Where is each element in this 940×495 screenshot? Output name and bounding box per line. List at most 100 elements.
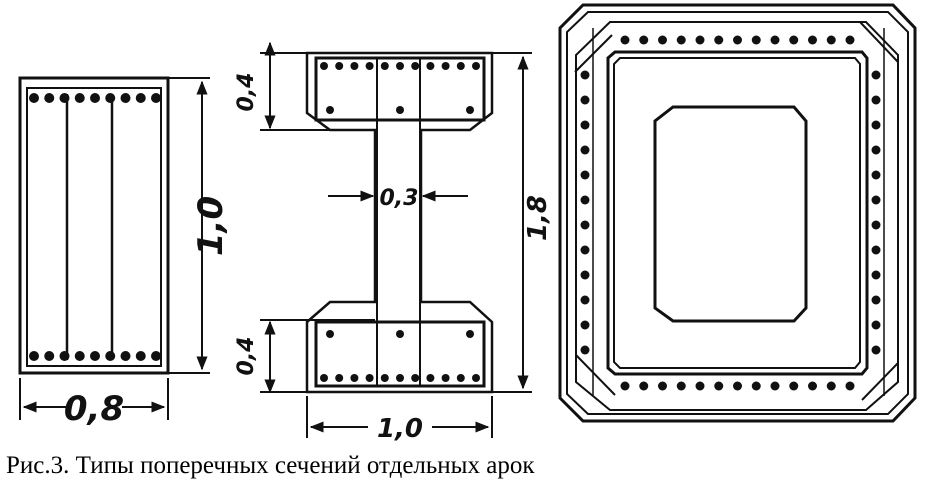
box-rebar-group — [580, 35, 881, 391]
box-rebar-dot-1 — [620, 35, 630, 45]
ibeam-rebar-dot-5 — [380, 62, 389, 70]
box-rebar-dot-14 — [620, 381, 630, 391]
box-rebar-dot-20 — [733, 381, 742, 391]
ibeam-rebar-dot-28 — [466, 330, 474, 338]
ibeam-rebar-dot-6 — [396, 62, 404, 70]
ibeam-width-label: 1,0 — [377, 414, 423, 444]
box-rebar-dot-40 — [871, 95, 881, 105]
i-beam-dimensions — [260, 41, 532, 438]
box-rebar-dot-32 — [580, 195, 590, 205]
ibeam-rebar-dot-24 — [456, 374, 465, 382]
rect-rebar-dot-11 — [44, 351, 55, 361]
figure-caption: Рис.3. Типы поперечных сечений отдельных… — [6, 452, 535, 479]
i-beam-top-flange — [314, 56, 486, 122]
box-rebar-dot-49 — [871, 320, 881, 330]
ibeam-rebar-dot-25 — [472, 374, 480, 382]
ibeam-top-flange-label: 0,4 — [234, 73, 259, 112]
box-rebar-dot-26 — [845, 381, 855, 391]
box-rebar-dot-15 — [639, 381, 649, 391]
rect-rebar-group — [29, 93, 161, 361]
box-rebar-dot-45 — [871, 220, 881, 230]
box-rebar-dot-21 — [751, 381, 761, 391]
rect-rebar-dot-8 — [135, 93, 146, 103]
box-rebar-dot-4 — [676, 35, 686, 45]
ibeam-rebar-dot-4 — [365, 62, 374, 70]
ibeam-rebar-dot-26 — [326, 330, 334, 338]
rect-rebar-dot-10 — [29, 351, 39, 361]
box-rebar-dot-19 — [714, 381, 724, 391]
box-rebar-dot-47 — [871, 270, 881, 280]
box-outer-outline-2 — [566, 11, 909, 415]
ibeam-rebar-dot-7 — [411, 62, 420, 70]
box-rebar-dot-38 — [580, 345, 590, 355]
rect-rebar-dot-16 — [120, 351, 131, 361]
rect-width-label: 0,8 — [64, 389, 124, 429]
i-beam-rebar-group — [320, 62, 480, 382]
ibeam-rebar-dot-20 — [396, 374, 404, 382]
rect-rebar-dot-1 — [29, 93, 39, 103]
rect-inner-outline — [26, 87, 162, 367]
box-rebar-dot-36 — [580, 295, 590, 305]
ibeam-rebar-dot-21 — [411, 374, 420, 382]
box-rebar-dot-13 — [845, 35, 855, 45]
rect-rebar-dot-15 — [105, 351, 116, 361]
box-rebar-dot-35 — [580, 270, 590, 280]
rect-rebar-dot-12 — [59, 351, 70, 361]
box-rebar-dot-6 — [714, 35, 724, 45]
box-rebar-dot-33 — [580, 220, 590, 230]
rect-height-label: 1,0 — [191, 196, 231, 256]
ibeam-rebar-dot-1 — [320, 62, 328, 70]
box-outer-outline — [558, 3, 917, 423]
ibeam-rebar-dot-13 — [396, 106, 404, 114]
box-rebar-dot-37 — [580, 320, 590, 330]
box-rebar-dot-24 — [808, 381, 817, 391]
ibeam-rebar-dot-15 — [320, 374, 328, 382]
box-corner-tie-bl — [575, 354, 616, 396]
box-rebar-dot-48 — [871, 295, 881, 305]
ibeam-web-label: 0,3 — [380, 186, 419, 211]
rect-rebar-dot-17 — [135, 351, 146, 361]
rect-rebar-dot-6 — [105, 93, 116, 103]
box-rebar-dot-41 — [871, 120, 881, 130]
box-rebar-dot-42 — [871, 145, 881, 155]
ibeam-rebar-dot-12 — [326, 106, 334, 114]
ibeam-rebar-dot-11 — [472, 62, 480, 70]
i-beam-bottom-flange — [314, 320, 486, 388]
rect-rebar-dot-5 — [90, 93, 100, 103]
box-rebar-dot-28 — [580, 95, 590, 105]
ibeam-rebar-dot-2 — [335, 62, 344, 70]
box-rebar-dot-29 — [580, 120, 590, 130]
ibeam-rebar-dot-10 — [456, 62, 465, 70]
rectangular-section — [18, 76, 170, 375]
box-rebar-dot-10 — [789, 35, 799, 45]
ibeam-rebar-dot-17 — [350, 374, 359, 382]
box-rebar-dot-31 — [580, 170, 590, 180]
ibeam-rebar-dot-9 — [441, 62, 450, 70]
box-rebar-dot-25 — [826, 381, 836, 391]
box-rebar-dot-44 — [871, 195, 881, 205]
box-rebar-dot-27 — [580, 70, 590, 80]
i-beam-section — [305, 51, 494, 394]
box-rebar-dot-43 — [871, 170, 881, 180]
ibeam-height-label: 1,8 — [523, 195, 553, 241]
ibeam-rebar-dot-19 — [380, 374, 389, 382]
rect-rebar-dot-4 — [74, 93, 85, 103]
rect-rebar-dot-7 — [120, 93, 131, 103]
box-rebar-dot-17 — [676, 381, 686, 391]
box-corner-tie-tr — [859, 21, 899, 63]
box-rebar-dot-16 — [658, 381, 667, 391]
box-rebar-dot-18 — [695, 381, 705, 391]
ibeam-rebar-dot-3 — [350, 62, 359, 70]
box-rebar-cage-outer — [575, 21, 899, 411]
box-rebar-dot-30 — [580, 145, 590, 155]
ibeam-rebar-dot-16 — [335, 374, 344, 382]
rect-rebar-dot-18 — [151, 351, 161, 361]
box-rebar-cage-inner — [606, 50, 869, 376]
ibeam-rebar-dot-23 — [441, 374, 450, 382]
box-rebar-dot-11 — [808, 35, 817, 45]
rect-rebar-dot-2 — [44, 93, 55, 103]
rect-rebar-dot-14 — [90, 351, 100, 361]
ibeam-rebar-dot-18 — [365, 374, 374, 382]
rect-rebar-dot-3 — [59, 93, 70, 103]
